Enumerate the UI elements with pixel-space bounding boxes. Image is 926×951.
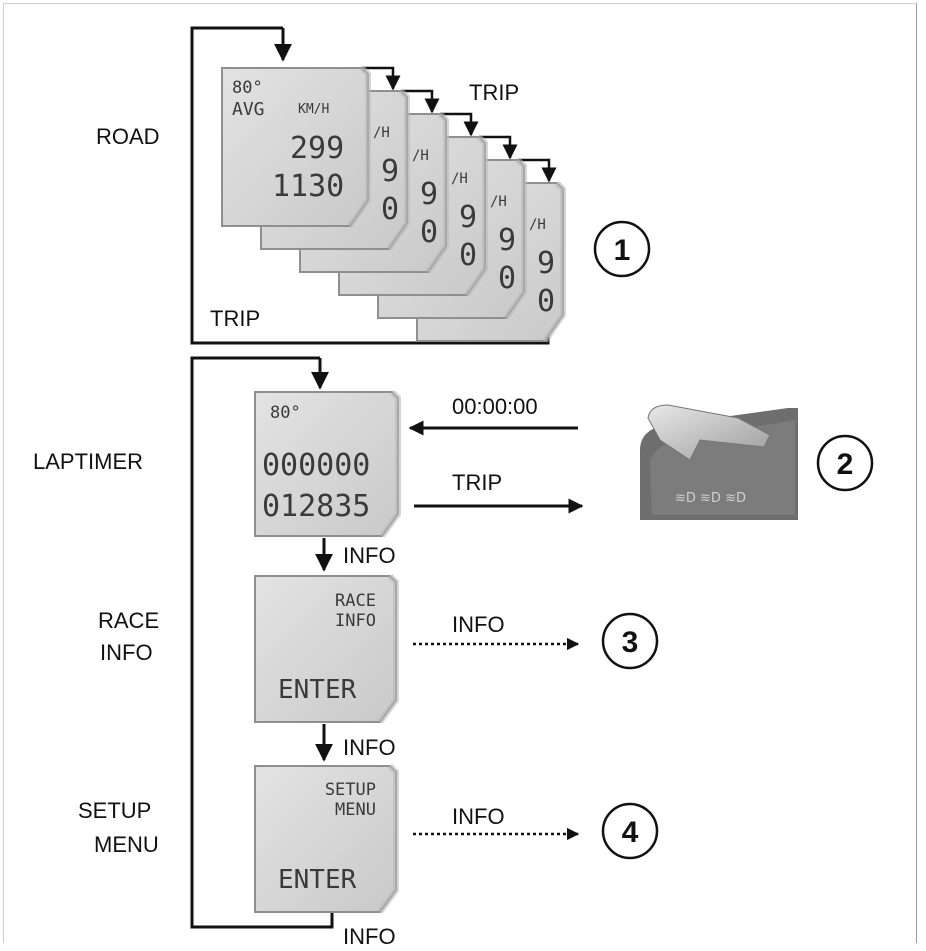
trip-screen-4-digit-1: 9: [498, 223, 516, 258]
trip-label-top: TRIP: [469, 80, 519, 105]
info-down-label-1: INFO: [343, 543, 396, 568]
callout-1: 1: [593, 220, 651, 278]
trip-label-bottom: TRIP: [210, 306, 260, 331]
trip-screen-3-digit-2: 0: [459, 238, 477, 273]
laptimer-lcd-screen: 80° 000000 012835: [254, 389, 401, 538]
callout-4-number: 4: [622, 816, 639, 849]
handlebar-switch-illustration: ≋D ≋D ≋D: [640, 404, 798, 520]
trip-step-arrow-2: [401, 89, 440, 114]
road-label: ROAD: [96, 124, 160, 149]
trip-screen-1-digit-2: 0: [381, 192, 399, 227]
trip-step-arrow-3: [440, 112, 479, 137]
trip-arrow-label: TRIP: [452, 470, 502, 495]
info-return-label: INFO: [343, 924, 396, 949]
trip-screen-5-unit: /H: [529, 217, 546, 233]
setup-screen-line1: SETUP: [325, 780, 376, 800]
race-screen-enter: ENTER: [278, 675, 357, 705]
trip-screen-4-digit-2: 0: [498, 261, 516, 296]
race-label: RACE: [98, 608, 159, 633]
setup-label: SETUP: [78, 798, 151, 823]
race-info-lcd-screen: RACE INFO ENTER: [254, 573, 399, 724]
trip-screen-2-digit-1: 9: [420, 177, 438, 212]
road-avg: AVG: [232, 99, 265, 120]
trip-screen-1-digit-1: 9: [381, 154, 399, 189]
laptimer-label: LAPTIMER: [33, 449, 143, 474]
switch-marks: ≋D ≋D ≋D: [675, 491, 746, 506]
road-speed: 299: [290, 131, 344, 166]
callout-3: 3: [601, 612, 659, 670]
road-unit: KM/H: [298, 102, 329, 117]
trip-step-arrow-5: [518, 158, 557, 183]
road-trip-value: 1130: [272, 169, 344, 204]
time-reset-label: 00:00:00: [452, 394, 538, 419]
setup-screen-enter: ENTER: [278, 865, 357, 895]
trip-screen-2-unit: /H: [412, 148, 429, 164]
info-down-label-2: INFO: [343, 735, 396, 760]
info-arrow-label-4: INFO: [452, 804, 505, 829]
trip-screen-4-unit: /H: [490, 194, 507, 210]
callout-2: 2: [816, 434, 874, 492]
race-screen-line2: INFO: [335, 611, 376, 631]
setup-screen-line2: MENU: [335, 800, 376, 820]
main-loop-line: [190, 356, 334, 929]
trip-screen-3-digit-1: 9: [459, 200, 477, 235]
callout-4: 4: [601, 802, 659, 860]
trip-step-arrow-1: [362, 66, 401, 91]
info-arrow-label-3: INFO: [452, 612, 505, 637]
trip-screen-1-unit: /H: [373, 125, 390, 141]
laptimer-temp: 80°: [270, 403, 301, 423]
trip-screen-3-unit: /H: [451, 171, 468, 187]
race-info-label: INFO: [100, 640, 153, 665]
menu-label: MENU: [94, 832, 159, 857]
callout-2-number: 2: [837, 448, 854, 481]
road-temp: 80°: [232, 78, 263, 98]
trip-step-arrow-4: [479, 135, 518, 160]
trip-screen-2-digit-2: 0: [420, 215, 438, 250]
trip-screen-5-digit-1: 9: [537, 246, 555, 281]
road-lcd-screen: 80° AVG KM/H 299 1130: [221, 65, 371, 228]
laptimer-odo: 012835: [262, 489, 370, 524]
trip-screen-5-digit-2: 0: [537, 284, 555, 319]
race-screen-line1: RACE: [335, 591, 376, 611]
laptimer-timer: 000000: [262, 448, 370, 483]
callout-3-number: 3: [622, 626, 639, 659]
setup-menu-lcd-screen: SETUP MENU ENTER: [254, 763, 399, 914]
callout-1-number: 1: [614, 234, 631, 267]
